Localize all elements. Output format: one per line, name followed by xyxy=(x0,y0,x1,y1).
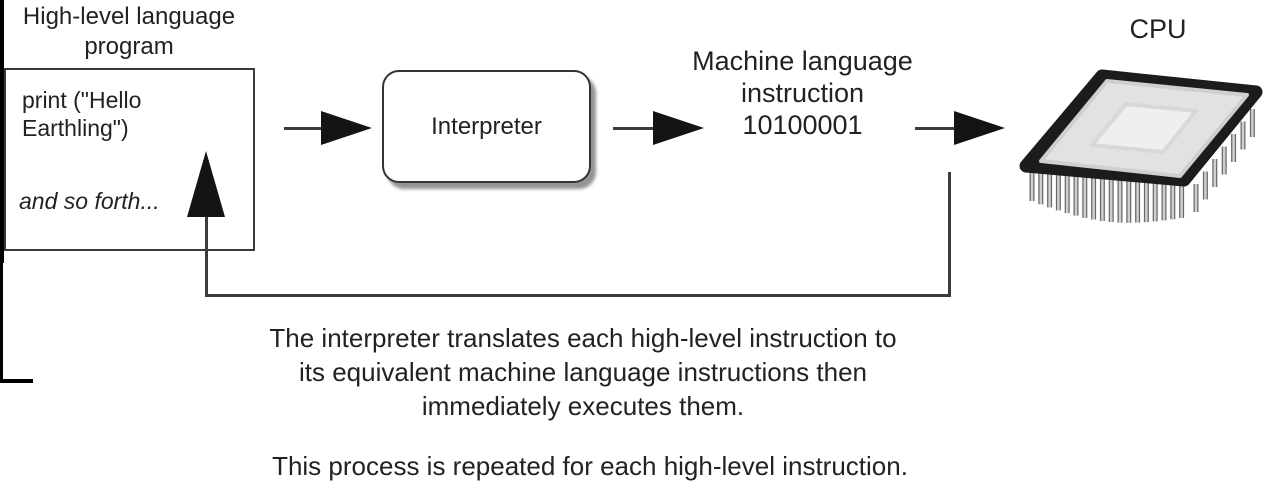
caption-repeat: This process is repeated for each high-l… xyxy=(272,451,908,481)
cpu-label: CPU xyxy=(1129,14,1187,44)
right-arrow-icon xyxy=(653,111,704,145)
arrow-program-to-interpreter-line xyxy=(284,127,323,130)
right-arrow-icon xyxy=(954,111,1005,145)
cpu-pins xyxy=(1029,109,1255,223)
program-continuation-text: and so forth... xyxy=(19,188,160,214)
left-border-artifact-top xyxy=(0,0,4,263)
machine-instruction-value: 10100001 xyxy=(742,110,863,140)
program-box-title: High-level language program xyxy=(22,3,236,60)
cpu-chip-icon xyxy=(1019,69,1263,223)
arrow-interpreter-to-machine-line xyxy=(613,127,655,130)
arrow-machine-to-cpu-line xyxy=(915,127,956,130)
cpu-core-area xyxy=(1090,102,1198,154)
interpreter-box: Interpreter xyxy=(382,70,591,183)
program-code-text: print ("Hello Earthling") xyxy=(22,87,142,141)
program-box xyxy=(4,68,255,251)
right-arrow-icon xyxy=(321,111,372,145)
feedback-loop-bottom-segment xyxy=(205,294,951,297)
left-border-artifact-foot xyxy=(0,379,33,383)
caption-main: The interpreter translates each high-lev… xyxy=(269,323,897,421)
up-arrow-icon xyxy=(187,151,225,217)
interpreter-label: Interpreter xyxy=(431,112,542,140)
feedback-loop-left-segment xyxy=(205,215,208,296)
left-border-artifact-bottom xyxy=(0,263,3,381)
feedback-loop-right-segment xyxy=(948,172,951,296)
machine-instruction-block: Machine language instruction 10100001 xyxy=(680,45,925,141)
machine-instruction-title: Machine language instruction xyxy=(692,46,913,108)
